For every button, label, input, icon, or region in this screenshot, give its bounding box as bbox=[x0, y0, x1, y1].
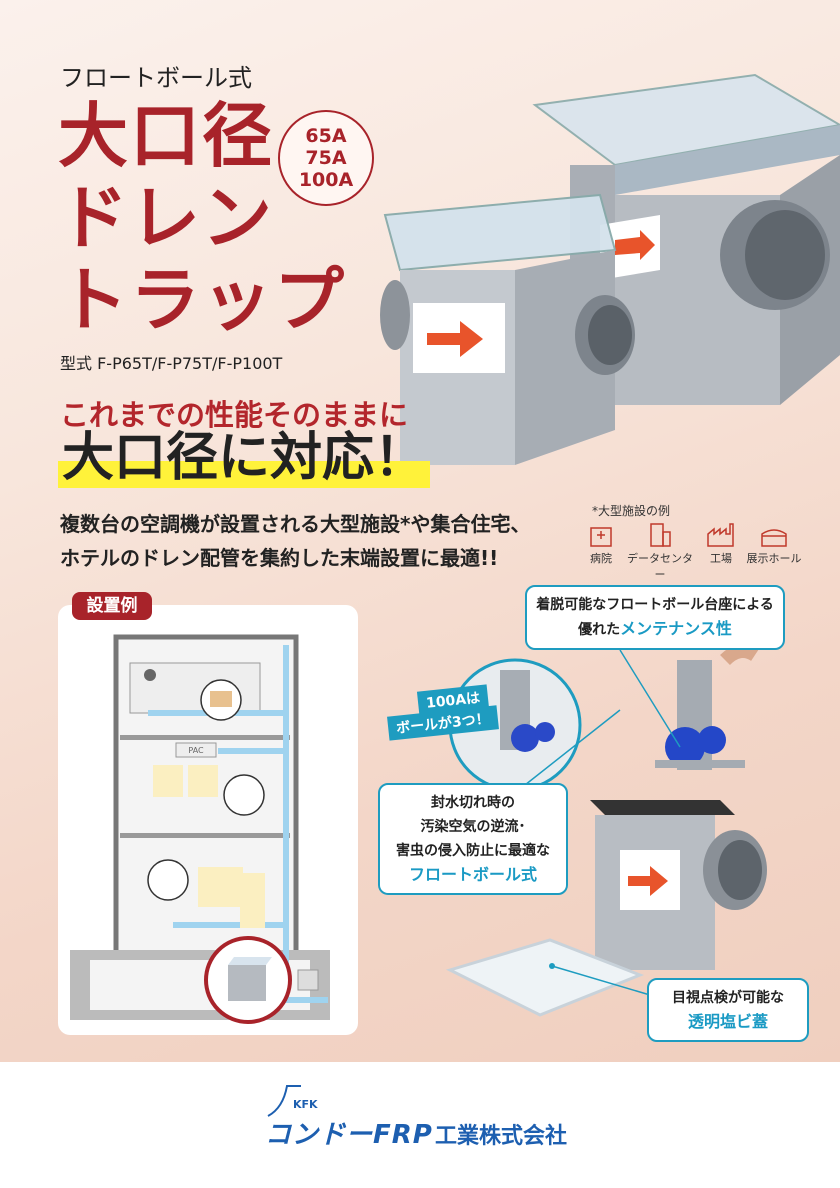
logo-suffix: 工業株式会社 bbox=[435, 1124, 568, 1149]
facility-label: 展示ホール bbox=[746, 552, 802, 565]
facility-data-center: データセンター bbox=[624, 522, 696, 582]
installation-example-label: 設置例 bbox=[72, 592, 152, 620]
building-diagram: PAC bbox=[70, 634, 330, 1024]
component-photo bbox=[445, 644, 767, 1017]
callout-highlight: フロートボール式 bbox=[408, 865, 537, 884]
callout-text: 汚染空気の逆流･ bbox=[420, 819, 526, 835]
size-100a: 100A bbox=[298, 169, 354, 191]
facility-note: *大型施設の例 bbox=[592, 504, 671, 518]
facility-exhibition-hall: 展示ホール bbox=[745, 522, 803, 566]
body-line-1: 複数台の空調機が設置される大型施設*や集合住宅、 bbox=[60, 512, 531, 536]
callout-text: 着脱可能なフロートボール台座による bbox=[536, 597, 774, 613]
company-logo: KFK コンドーFRP 工業株式会社 bbox=[265, 1082, 585, 1150]
facility-factory: 工場 bbox=[704, 522, 738, 566]
callout-text: 目視点検が可能な bbox=[672, 990, 784, 1006]
callout-lid: 目視点検が可能な 透明塩ビ蓋 bbox=[647, 978, 809, 1042]
callout-maintenance: 着脱可能なフロートボール台座による 優れたメンテナンス性 bbox=[525, 585, 785, 650]
facility-label: 工場 bbox=[710, 552, 732, 565]
pac-label: PAC bbox=[188, 746, 204, 755]
footer bbox=[0, 1062, 840, 1188]
facility-label: データセンター bbox=[627, 552, 693, 581]
body-line-2: ホテルのドレン配管を集約した末端設置に最適!! bbox=[60, 546, 499, 570]
logo-name: コンドーFRP bbox=[265, 1120, 433, 1150]
title-line-3: トラップ bbox=[58, 259, 346, 341]
facility-label: 病院 bbox=[590, 552, 612, 565]
small-trap bbox=[380, 193, 635, 465]
callout-float-ball: 封水切れ時の 汚染空気の逆流･ 害虫の侵入防止に最適な フロートボール式 bbox=[378, 783, 568, 895]
callout-text: 優れた bbox=[578, 622, 621, 638]
lead-line-1: これまでの性能そのままに bbox=[60, 398, 409, 432]
title-line-1: 大口径 bbox=[58, 95, 274, 177]
logo-kfk: KFK bbox=[293, 1098, 318, 1111]
subtitle: フロートボール式 bbox=[60, 64, 252, 92]
callout-text: 害虫の侵入防止に最適な bbox=[396, 843, 550, 859]
size-65a: 65A bbox=[305, 125, 347, 147]
logo-mountain-icon bbox=[267, 1085, 301, 1117]
title-line-2: ドレン bbox=[58, 177, 274, 259]
size-badge: 65A 75A 100A bbox=[278, 110, 374, 206]
facility-hospital: 病院 bbox=[586, 522, 616, 566]
factory-icon bbox=[707, 523, 734, 547]
lead-line-2: 大口径に対応！ bbox=[58, 428, 431, 488]
hospital-icon bbox=[590, 527, 612, 547]
size-75a: 75A bbox=[305, 147, 347, 169]
model-number: 型式 F-P65T/F-P75T/F-P100T bbox=[60, 354, 283, 373]
callout-highlight: 透明塩ビ蓋 bbox=[687, 1012, 768, 1031]
callout-highlight: メンテナンス性 bbox=[620, 619, 732, 638]
data-center-icon bbox=[650, 523, 671, 547]
product-photo bbox=[380, 73, 840, 465]
callout-text: 封水切れ時の bbox=[431, 795, 515, 811]
exhibition-hall-icon bbox=[761, 529, 787, 547]
